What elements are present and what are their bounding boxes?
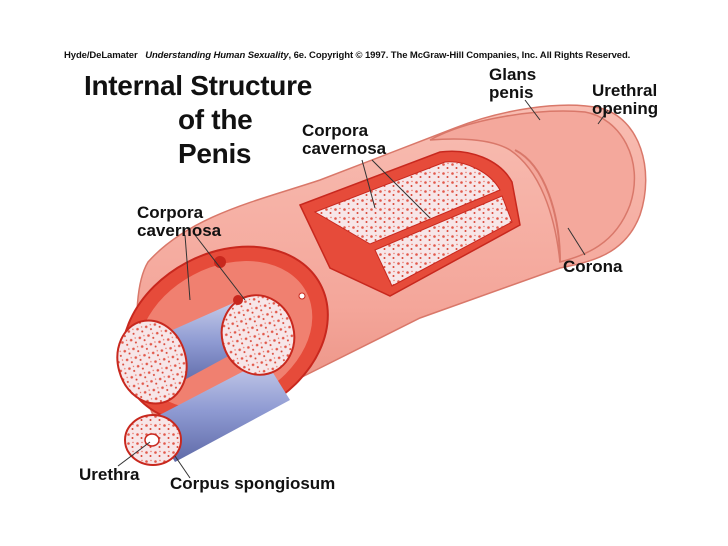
label-corpora-cavernosa-top: Corpora cavernosa — [302, 122, 386, 158]
label-urethra: Urethra — [79, 465, 140, 484]
leader-corpora-top-2 — [371, 159, 431, 219]
leader-corpora-top-1 — [361, 159, 376, 209]
leader-corpus-spongiosum — [174, 455, 191, 479]
left-corpus-cavernosum — [116, 319, 188, 405]
label-glans-penis: Glans penis — [489, 66, 536, 102]
vessel-dot — [233, 295, 243, 305]
leader-corpora-left-1 — [184, 234, 191, 301]
right-corpus-cavernosum — [220, 294, 296, 376]
label-glans-line-2: penis — [489, 82, 534, 102]
credit-authors: Hyde/DeLamater — [64, 50, 138, 61]
label-urethral-line-1: Urethral — [592, 81, 658, 100]
label-urethral-opening: Urethral opening — [592, 82, 658, 118]
label-corona: Corona — [563, 257, 623, 276]
label-urethral-line-2: opening — [592, 98, 659, 118]
leader-glans — [524, 99, 541, 121]
title-line-1: Internal Structure — [84, 70, 312, 101]
leader-urethra — [117, 441, 151, 467]
copyright-credit: Hyde/DeLamater Understanding Human Sexua… — [64, 51, 630, 61]
title-line-2: of the — [178, 104, 253, 135]
upper-cavernosa-window — [313, 161, 501, 245]
title-line-3: Penis — [178, 138, 252, 169]
leader-corona — [567, 227, 586, 256]
lower-cylinder — [150, 360, 290, 462]
credit-book: Understanding Human Sexuality — [145, 50, 289, 61]
label-corpus-spongiosum: Corpus spongiosum — [170, 474, 336, 493]
label-corpora-top-line-2: cavernosa — [302, 138, 387, 158]
label-corpora-left-line-2: cavernosa — [137, 220, 222, 240]
corona-ridge — [514, 149, 561, 263]
label-corpora-left-line-1: Corpora — [137, 203, 204, 222]
glans — [429, 110, 636, 263]
vessel-dot — [298, 292, 306, 300]
leader-lines — [117, 99, 609, 479]
leader-urethral-opening — [597, 109, 609, 125]
label-corpora-top-line-1: Corpora — [302, 121, 369, 140]
label-corpora-cavernosa-left: Corpora cavernosa — [137, 204, 221, 240]
leader-corpora-left-2 — [194, 234, 246, 301]
credit-rest: , 6e. Copyright © 1997. The McGraw-Hill … — [288, 50, 631, 61]
lower-cavernosa-window — [374, 195, 513, 287]
label-glans-line-1: Glans — [489, 65, 537, 84]
dorsal-vessel — [214, 256, 226, 268]
